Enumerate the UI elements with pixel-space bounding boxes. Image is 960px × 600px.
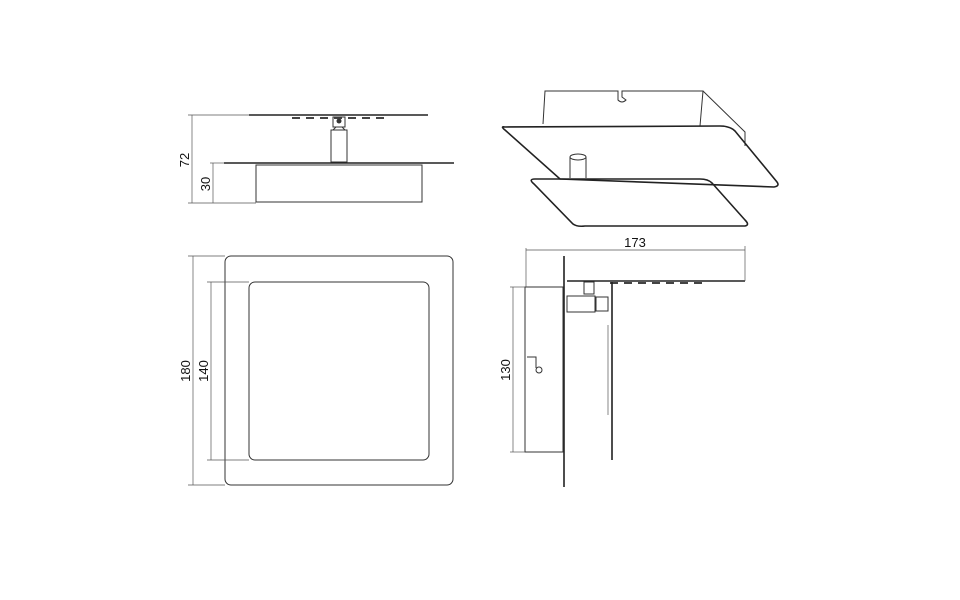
dim-label-180: 180 [178, 360, 193, 382]
side-view [188, 114, 454, 204]
dim-label-72: 72 [177, 153, 192, 167]
isometric-view [501, 90, 779, 228]
dim-label-130: 130 [498, 359, 513, 381]
dim-label-173: 173 [624, 235, 646, 250]
profile-view [510, 246, 746, 487]
dim-label-140: 140 [196, 360, 211, 382]
front-view [188, 255, 454, 486]
dim-label-30: 30 [198, 177, 213, 191]
